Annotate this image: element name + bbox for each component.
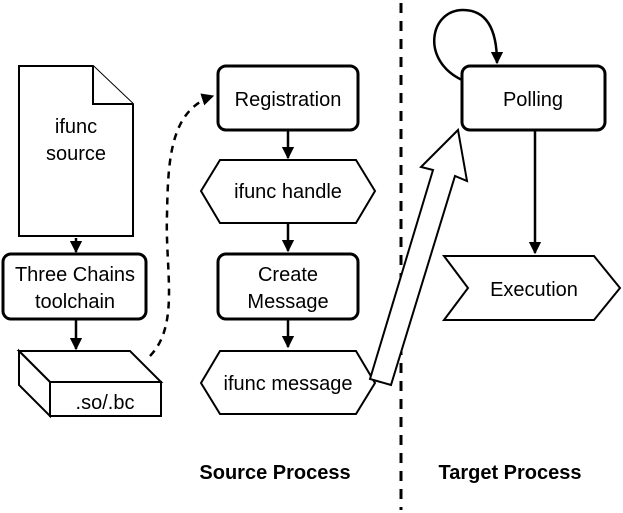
create-message-line1: Create bbox=[258, 264, 318, 286]
toolchain-node: Three Chains toolchain bbox=[1, 252, 148, 321]
edge-polling-self-loop bbox=[433, 8, 504, 82]
create-message-node: Create Message bbox=[216, 252, 360, 321]
edge-message-to-polling bbox=[368, 127, 469, 387]
registration-node: Registration bbox=[216, 64, 360, 132]
so-bc-label: .so/.bc bbox=[76, 392, 135, 414]
registration-label: Registration bbox=[235, 89, 342, 111]
toolchain-line1: Three Chains bbox=[15, 264, 135, 286]
execution-label: Execution bbox=[490, 279, 578, 301]
ifunc-message-label: ifunc message bbox=[224, 373, 353, 395]
create-message-line2: Message bbox=[247, 291, 328, 313]
execution-node: Execution bbox=[442, 255, 622, 321]
ifunc-message-node: ifunc message bbox=[199, 350, 377, 415]
ifunc-handle-node: ifunc handle bbox=[199, 159, 377, 224]
source-process-title: Source Process bbox=[199, 462, 350, 484]
ifunc-source-node: ifunc source bbox=[18, 65, 134, 237]
target-process-title: Target Process bbox=[438, 462, 581, 484]
ifunc-source-line2: source bbox=[46, 143, 106, 165]
edge-so-to-registration bbox=[149, 93, 215, 357]
so-bc-node: .so/.bc bbox=[16, 348, 164, 419]
polling-node: Polling bbox=[460, 64, 607, 132]
toolchain-line2: toolchain bbox=[35, 291, 115, 313]
ifunc-source-line1: ifunc bbox=[55, 116, 97, 138]
polling-label: Polling bbox=[503, 89, 563, 111]
ifunc-handle-label: ifunc handle bbox=[234, 181, 342, 203]
